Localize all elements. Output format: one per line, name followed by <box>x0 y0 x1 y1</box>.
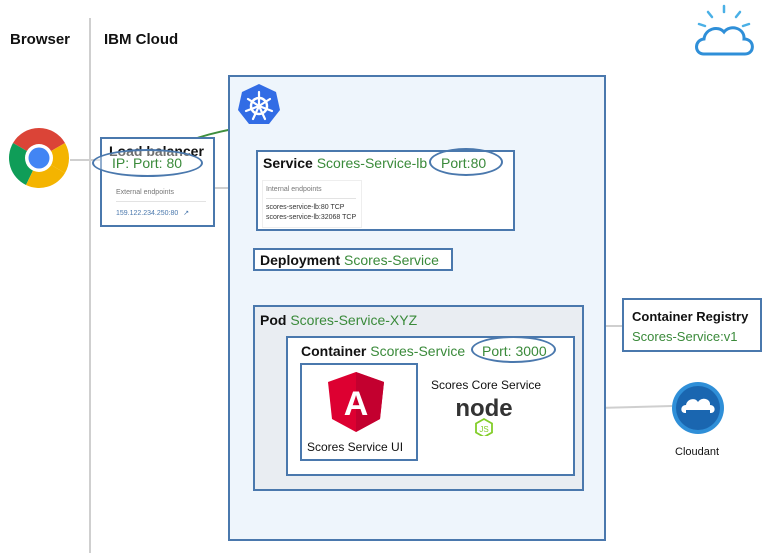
pod-name: Scores-Service-XYZ <box>290 312 418 328</box>
pod-kind: Pod <box>260 312 287 328</box>
internal-endpoints-label: Internal endpoints <box>266 186 322 193</box>
cloud-header: IBM Cloud <box>104 31 179 48</box>
lb-port-ellipse: IP: Port: 80 <box>92 149 203 177</box>
container-port-ellipse: Port: 3000 <box>471 336 556 363</box>
internal-endpoint-2: scores-service-lb:32068 TCP <box>266 214 357 221</box>
internal-endpoint-1: scores-service-lb:80 TCP <box>266 204 345 211</box>
js-text: JS <box>479 425 488 434</box>
registry-title: Container Registry <box>632 309 749 324</box>
node-text: node <box>455 395 512 422</box>
container-port: Port: 3000 <box>482 343 547 359</box>
nodejs-icon: node JS <box>455 395 513 436</box>
container-kind: Container <box>301 343 367 359</box>
core-service-label: Scores Core Service <box>431 378 542 392</box>
int-divider <box>266 198 356 199</box>
cloudant-icon <box>672 382 724 434</box>
chrome-icon <box>9 127 70 188</box>
angular-letter: A <box>344 385 369 423</box>
ibm-cloud-icon <box>695 4 754 56</box>
pod-title: Pod Scores-Service-XYZ <box>260 312 417 328</box>
container-title: Container Scores-Service <box>301 343 465 359</box>
column-divider <box>89 18 91 553</box>
browser-header: Browser <box>10 31 71 48</box>
service-name: Scores-Service-lb <box>316 155 428 171</box>
external-endpoint-link[interactable]: 159.122.234.250:80 ↗ <box>116 209 189 217</box>
lb-ip-port: IP: Port: 80 <box>112 155 183 171</box>
scores-ui-label: Scores Service UI <box>307 440 404 454</box>
registry-image: Scores-Service:v1 <box>632 329 738 344</box>
deployment-box: Deployment Scores-Service <box>253 248 453 271</box>
external-endpoints-label: External endpoints <box>116 189 174 196</box>
registry-box: Container Registry Scores-Service:v1 <box>622 298 762 352</box>
internal-endpoints-card: Internal endpoints scores-service-lb:80 … <box>262 180 362 228</box>
service-box: Service Scores-Service-lb Internal endpo… <box>256 150 515 231</box>
service-port: Port:80 <box>441 155 487 171</box>
scores-ui-box: A Scores Service UI <box>300 363 418 461</box>
service-port-ellipse: Port:80 <box>429 148 503 176</box>
container-name: Scores-Service <box>370 343 466 359</box>
ext-divider <box>116 201 206 202</box>
external-link-icon: ↗ <box>183 210 190 217</box>
service-kind: Service <box>263 155 313 171</box>
deployment-title: Deployment Scores-Service <box>260 252 439 268</box>
angular-icon: A <box>328 372 384 432</box>
service-title: Service Scores-Service-lb <box>263 155 427 171</box>
cloudant-label: Cloudant <box>675 446 720 458</box>
deployment-name: Scores-Service <box>344 252 439 268</box>
deployment-kind: Deployment <box>260 252 341 268</box>
kubernetes-icon <box>238 84 280 124</box>
external-endpoint-value[interactable]: 159.122.234.250:80 <box>116 210 179 217</box>
